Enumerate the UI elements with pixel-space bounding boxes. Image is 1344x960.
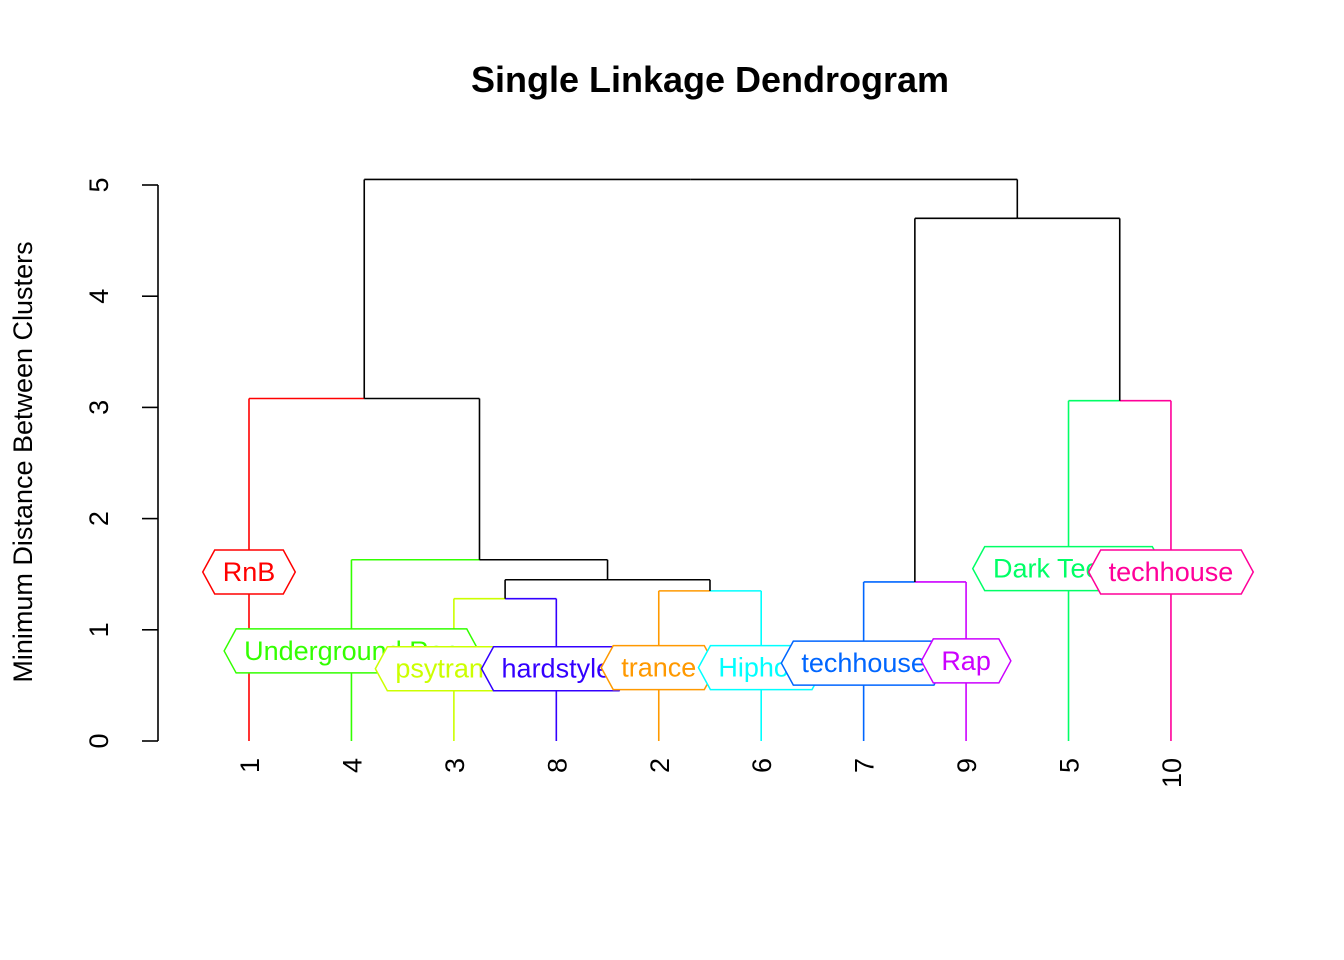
leaf-id-label: 2	[645, 758, 675, 773]
leaf-label-text: techhouse	[801, 648, 926, 678]
leaf-label-text: techhouse	[1109, 557, 1234, 587]
leaf-label: Rap	[920, 638, 1012, 684]
leaf-id-label: 8	[542, 758, 572, 773]
leaf-label: techhouse	[780, 640, 947, 686]
leaf-label: hardstyle	[480, 645, 632, 692]
leaf-label-text: trance	[621, 653, 696, 683]
y-tick-label: 0	[84, 733, 114, 748]
y-tick-label: 1	[84, 622, 114, 637]
leaf-label-box	[201, 549, 297, 595]
chart-title: Single Linkage Dendrogram	[471, 59, 949, 100]
leaf-id-label: 5	[1055, 758, 1085, 773]
leaf-label-box	[1087, 549, 1255, 595]
y-tick-label: 2	[84, 511, 114, 526]
leaf-id-label: 3	[440, 758, 470, 773]
y-tick-label: 3	[84, 400, 114, 415]
y-tick-label: 5	[84, 177, 114, 192]
y-axis-label: Minimum Distance Between Clusters	[8, 241, 38, 682]
leaf-label-text: Rap	[941, 646, 991, 676]
leaf-id-label: 10	[1157, 758, 1187, 788]
leaf-id-label: 9	[952, 758, 982, 773]
leaf-label-box	[920, 638, 1012, 684]
x-axis-leaf-ids: 1 4 3 8 2 6 7 9 5 10	[235, 758, 1187, 788]
y-axis: 0 1 2 3 4 5	[84, 177, 159, 749]
y-tick-label: 4	[84, 289, 114, 304]
leaf-id-label: 4	[337, 758, 367, 773]
leaf-id-label: 6	[747, 758, 777, 773]
leaf-label: techhouse	[1087, 549, 1255, 595]
leaf-id-label: 7	[850, 758, 880, 773]
leaf-id-label: 1	[235, 758, 265, 773]
leaf-label: RnB	[201, 549, 297, 595]
leaf-label-text: hardstyle	[502, 654, 612, 684]
leaf-label-text: RnB	[223, 557, 276, 587]
